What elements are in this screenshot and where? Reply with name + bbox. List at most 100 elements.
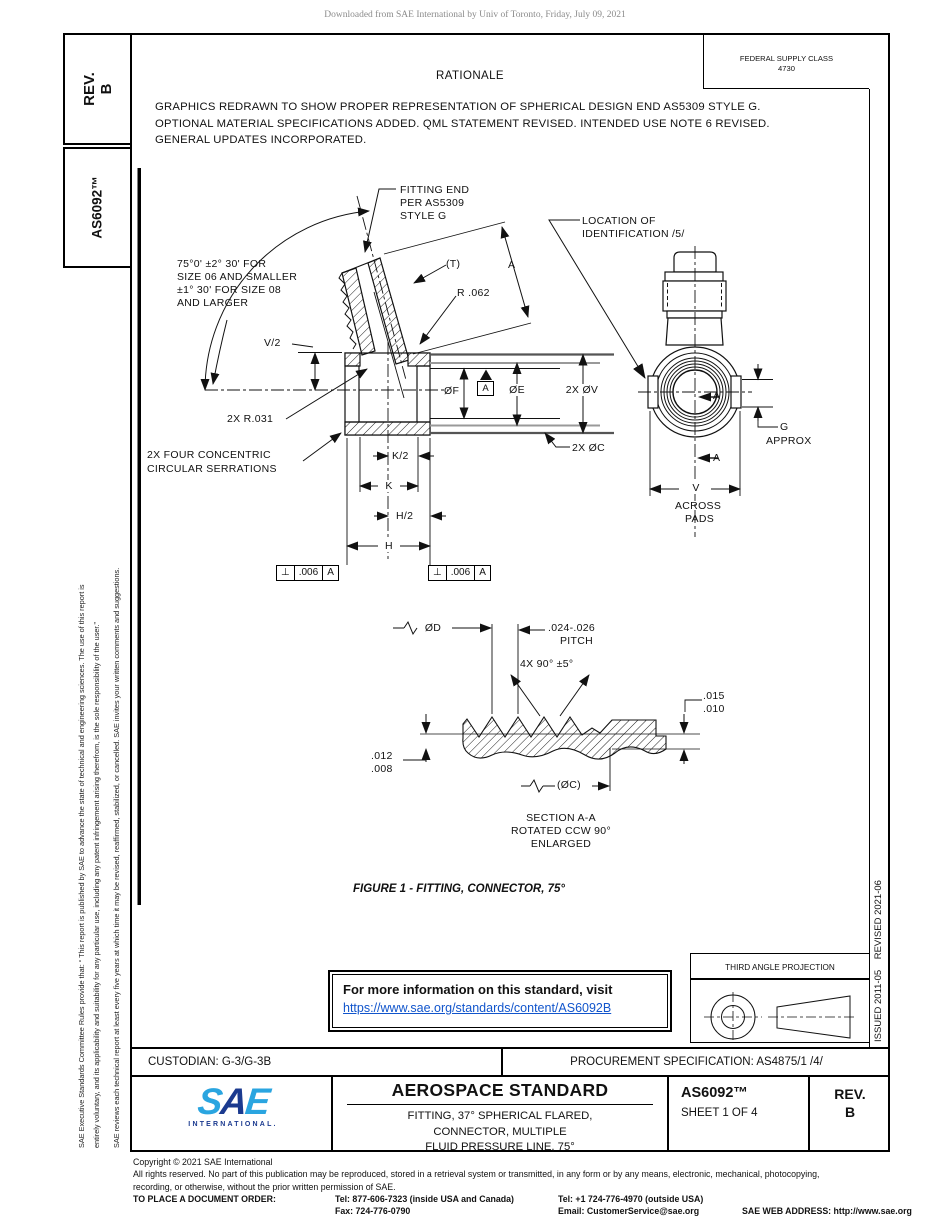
dim-g-approx-label: APPROX [766,435,812,447]
dim-g-label: G [780,421,789,433]
sheet-number: SHEET 1 OF 4 [681,1107,758,1119]
federal-supply-class-box: FEDERAL SUPPLY CLASS 4730 [703,33,869,89]
location-id-note-2: IDENTIFICATION /5/ [582,228,685,240]
fitting-end-note-2: PER AS5309 [400,197,465,209]
serration-note-2: CIRCULAR SERRATIONS [147,463,277,475]
fcf-perpendicular-symbol: ⊥ [429,566,447,580]
standard-link[interactable]: https://www.sae.org/standards/content/AS… [343,1001,612,1015]
angle-note-1: 75°0' ±2° 30' FOR [177,258,267,270]
order-email: Email: CustomerService@sae.org [558,1206,700,1217]
dia-c-label: 2X ØC [572,442,606,454]
standard-title-line-3: FLUID PRESSURE LINE, 75° [425,1141,575,1153]
fcf-datum: A [479,567,486,578]
radius-031-label: 2X R.031 [227,413,274,425]
pitch-value-label: .024-.026 [548,622,596,634]
figure-caption: FIGURE 1 - FITTING, CONNECTOR, 75° [352,883,566,895]
angle-note-3: ±1° 30' FOR SIZE 08 [177,284,282,296]
dia-c-ref-label: (ØC) [557,779,581,791]
download-notice: Downloaded from SAE International by Uni… [324,10,626,20]
limit-008-label: .008 [371,763,393,775]
doc-number-box: AS6092™ [63,147,132,268]
sae-web-address: SAE WEB ADDRESS: http://www.sae.org [742,1206,912,1217]
rights-line-1: All rights reserved. No part of this pub… [133,1169,820,1180]
fcf-datum: A [327,567,334,578]
revision-change-bar [137,168,141,905]
sae-logo: SAE INTERNATIONAL. [163,1081,303,1128]
dia-v-label: 2X ØV [559,384,605,396]
dim-a-label: A [508,259,516,271]
dim-k-half-label: K/2 [392,450,409,462]
sheet-border [130,33,890,1152]
limit-010-label: .010 [703,703,725,715]
right-column-divider [869,89,870,1047]
title-block: SAE INTERNATIONAL. AEROSPACE STANDARD FI… [130,1077,890,1153]
tooth-angle-label: 4X 90° ±5° [520,658,574,670]
section-arrow-a-top: A [713,390,721,402]
fcf-tolerance: .006 [447,566,476,580]
datum-a-flag: A [477,381,494,396]
pitch-label: PITCH [560,635,593,647]
limit-015-label: .015 [703,690,725,702]
third-angle-projection-title: THIRD ANGLE PROJECTION [691,954,869,980]
sae-logo-e: E [243,1081,271,1122]
dia-d-label: ØD [418,622,448,634]
standard-type: AEROSPACE STANDARD [391,1080,609,1100]
fitting-end-note: FITTING END [400,184,470,196]
standard-title-cell: AEROSPACE STANDARD FITTING, 37° SPHERICA… [333,1077,669,1153]
copyright-line: Copyright © 2021 SAE International [133,1157,273,1167]
rev-label: REV. [834,1086,866,1102]
order-fax: Fax: 724-776-0790 [335,1206,411,1217]
copyright-block: Copyright © 2021 SAE International All r… [133,1156,943,1217]
angle-note-2: SIZE 06 AND SMALLER [177,271,298,283]
dim-k-label: K [378,480,400,492]
location-id-note-1: LOCATION OF [582,215,656,227]
rationale-body: GRAPHICS REDRAWN TO SHOW PROPER REPRESEN… [155,101,770,146]
more-info-box: For more information on this standard, v… [328,970,672,1032]
dim-v-label: V [685,482,707,494]
limit-012-label: .012 [371,750,393,762]
more-info-text: For more information on this standard, v… [343,982,613,997]
section-title-2: ROTATED CCW 90° [511,825,611,837]
order-label: TO PLACE A DOCUMENT ORDER: [133,1193,276,1204]
rev-box: REV. B [63,33,132,145]
feature-control-frame-right: ⊥ .006 A [428,565,491,581]
dim-h-label: H [378,540,400,552]
section-arrow-a-bottom: A [713,452,721,464]
fitting-end-note-3: STYLE G [400,210,447,222]
fcf-tolerance: .006 [295,566,324,580]
dia-e-label: ØE [503,384,531,396]
feature-control-frame-left: ⊥ .006 A [276,565,339,581]
across-label: ACROSS [675,500,722,512]
fcf-perpendicular-symbol: ⊥ [277,566,295,580]
order-tel-1: Tel: 877-606-7323 (inside USA and Canada… [335,1193,514,1204]
standard-title-line-1: FITTING, 37° SPHERICAL FLARED, [407,1110,593,1122]
t-ref-label: (T) [446,258,461,270]
sae-logo-international: INTERNATIONAL. [188,1121,278,1128]
angle-note-4: AND LARGER [177,297,249,309]
third-angle-projection-box: THIRD ANGLE PROJECTION [690,953,870,1043]
section-title-3: ENLARGED [530,838,592,850]
federal-supply-label: FEDERAL SUPPLY CLASS [739,54,834,63]
rationale-title: RATIONALE [436,70,504,82]
dia-f-label: ØF [444,385,460,397]
custodian-row: CUSTODIAN: G-3/G-3B PROCUREMENT SPECIFIC… [130,1047,890,1077]
serration-note-1: 2X FOUR CONCENTRIC [147,449,271,461]
radius-062-label: R .062 [457,287,490,299]
order-tel-2: Tel: +1 724-776-4970 (outside USA) [558,1193,704,1204]
dim-v-half-label: V/2 [264,337,281,349]
dim-h-half-label: H/2 [396,510,414,522]
rev-cell: REV. B [810,1077,890,1152]
doc-number: AS6092™ [681,1085,748,1101]
federal-supply-code: 4730 [778,64,795,73]
standard-title-line-2: CONNECTOR, MULTIPLE [433,1125,567,1138]
doc-number-cell: AS6092™ SHEET 1 OF 4 [669,1077,810,1152]
section-title-1: SECTION A-A [526,812,596,824]
rev-value: B [844,1104,856,1120]
pads-label: PADS [685,513,715,525]
title-divider [347,1104,653,1105]
logo-cell: SAE INTERNATIONAL. [130,1077,333,1152]
rights-line-2: recording, or otherwise, without the pri… [133,1181,396,1192]
custodian-cell: CUSTODIAN: G-3/G-3B [130,1049,503,1075]
